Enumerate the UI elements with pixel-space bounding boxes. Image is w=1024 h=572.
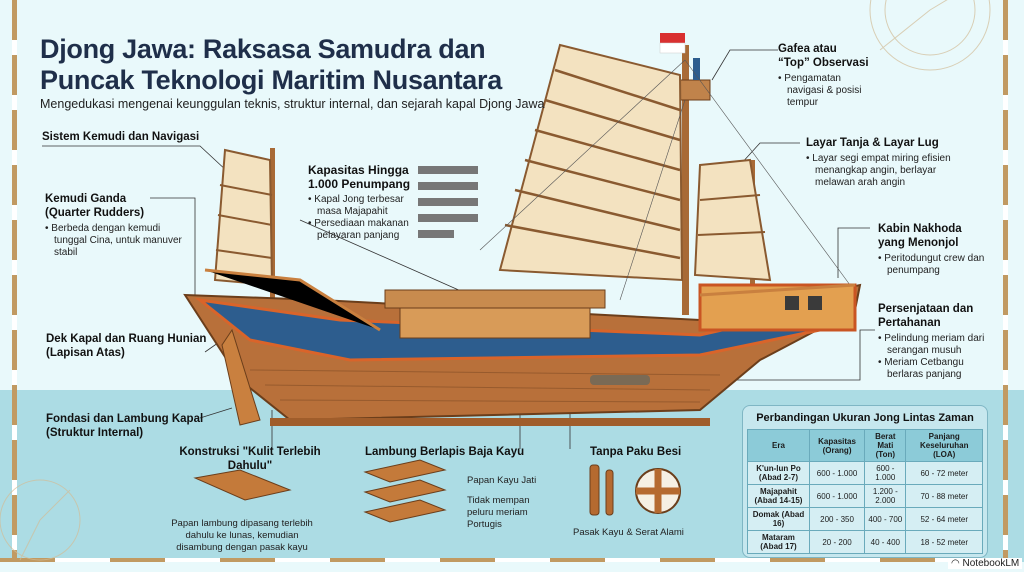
callout-title: Kapasitas Hingga [308,163,409,177]
callout-title: Konstruksi "Kulit Terlebih [179,446,321,458]
callout-konstruksi: Konstruksi "Kulit Terlebih Dahulu" [170,445,330,473]
flag-icon [660,33,685,43]
fore-sail [693,158,772,282]
label-sistem-kemudi: Sistem Kemudi dan Navigasi [42,131,200,143]
main-sail [498,43,684,282]
callout-title: Dek Kapal dan Ruang Hunian [46,333,207,345]
callout-fondasi: Fondasi dan Lambung Kapal (Struktur Inte… [46,412,203,440]
callout-title: Persenjataan dan [878,303,974,315]
plank-stack-icon [363,459,447,523]
bullet: • Kapal Jong terbesar masa Majapahit [308,194,404,217]
rear-sail [213,148,274,287]
table-header: Berat Mati (Ton) [864,429,907,462]
callout-title: (Struktur Internal) [46,427,144,439]
bullet: • Peritodungut crew dan penumpang [878,253,985,276]
table-title: Perbandingan Ukuran Jong Lintas Zaman [756,412,974,424]
callout-title: “Top” Observasi [778,57,869,69]
cannon-icon [590,375,650,385]
main-mast [682,45,689,315]
callout-kemudi-ganda: Kemudi Ganda (Quarter Rudders) • Berbeda… [45,192,195,259]
callout-title: Pertahanan [878,317,941,329]
callout-title: Dahulu" [227,460,273,472]
callout-kapasitas: Kapasitas Hingga 1.000 Penumpang • Kapal… [308,163,420,242]
konstruksi-caption: Papan lambung dipasang terlebih dahulu k… [171,518,313,553]
rudder [221,328,261,426]
callout-title: (Quarter Rudders) [45,207,145,219]
bullet: • Persediaan makanan pelayaran panjang [308,218,409,241]
callout-title: yang Menonjol [878,237,959,249]
notebooklm-logo-icon: ◠ [951,558,963,569]
lambung-note-peluru: Tidak mempan peluru meriam Portugis [467,495,530,530]
table-header: Kapasitas (Orang) [808,429,866,462]
right-border [1003,0,1008,562]
title-line-1: Djong Jawa: Raksasa Samudra dan [40,34,486,64]
wooden-peg-icon [589,464,614,516]
table-header: Panjang Keseluruhan (LOA) [905,429,983,462]
callout-layar: Layar Tanja & Layar Lug • Layar segi emp… [806,136,966,189]
bullet: • Meriam Cetbangu berlaras panjang [878,357,964,380]
comparison-table-panel: Perbandingan Ukuran Jong Lintas Zaman Er… [742,405,988,558]
left-border [12,0,17,562]
callout-dek: Dek Kapal dan Ruang Hunian (Lapisan Atas… [46,332,206,360]
bullet: • Layar segi empat miring efisien menang… [806,153,951,188]
callout-title: Gafea atau [778,43,837,55]
captain-cabin [698,283,857,332]
hull-plank-icon [193,469,292,501]
callout-paku-title: Tanpa Paku Besi [590,446,682,458]
notebooklm-watermark: ◠ NotebookLM [948,558,1023,569]
lambung-note-jati: Papan Kayu Jati [467,475,537,486]
callout-kabin: Kabin Nakhoda yang Menonjol • Peritodung… [878,222,988,277]
callout-lambung-title: Lambung Berlapis Baja Kayu [365,446,525,458]
deck-cabin-roof [384,289,606,309]
bullet: • Berbeda dengan kemudi tunggal Cina, un… [45,223,182,258]
people-icon-grid [418,166,478,238]
callout-title: (Lapisan Atas) [46,347,125,359]
bottom-border [0,558,1008,562]
paku-caption: Pasak Kayu & Serat Alami [573,527,684,538]
bullet: • Pelindung meriam dari serangan musuh [878,333,985,356]
page-subtitle: Mengedukasi mengenai keunggulan teknis, … [40,97,545,111]
callout-gafea: Gafea atau “Top” Observasi • Pengamatan … [778,42,878,109]
compass-rose-icon [0,0,991,561]
callout-title: Kabin Nakhoda [878,223,962,235]
callout-title: Layar Tanja & Layar Lug [806,137,939,149]
comparison-table: Era Kapasitas (Orang) Berat Mati (Ton) P… [747,429,983,554]
callout-senjata: Persenjataan dan Pertahanan • Pelindung … [878,302,993,381]
callout-title: Kemudi Ganda [45,193,127,205]
title-line-2: Puncak Teknologi Maritim Nusantara [40,65,502,95]
table-header: Era [747,429,810,462]
callout-title: Fondasi dan Lambung Kapal [46,413,204,425]
callout-title: 1.000 Penumpang [308,177,411,191]
bullet: • Pengamatan navigasi & posisi tempur [778,73,862,108]
